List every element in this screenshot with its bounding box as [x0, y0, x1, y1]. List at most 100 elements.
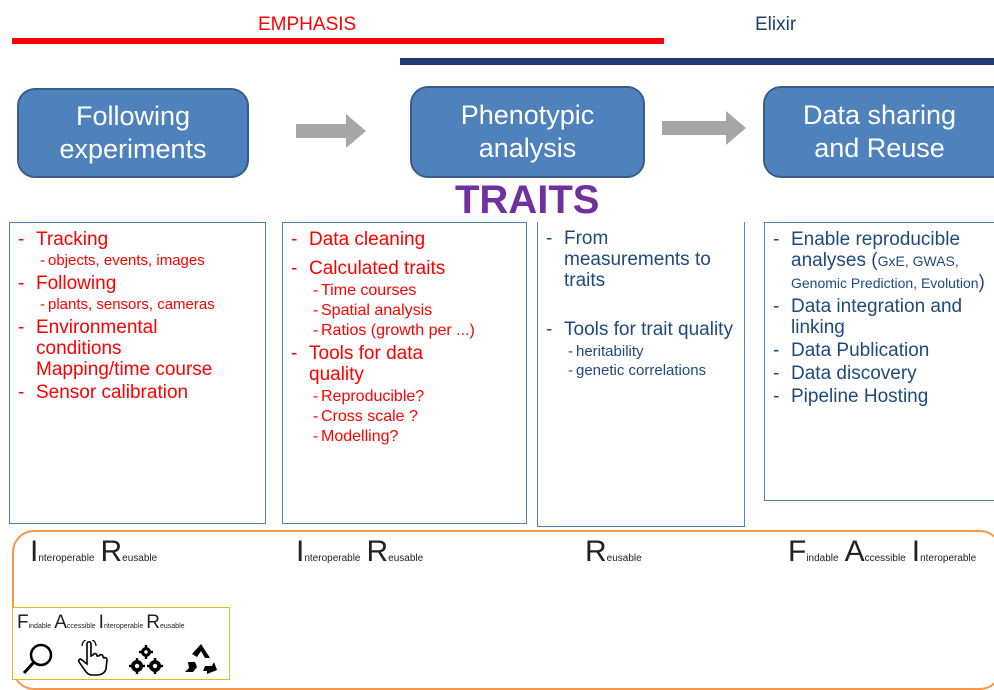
list-item: -Data discovery: [773, 363, 988, 384]
stage-line: Data sharing: [802, 100, 957, 130]
fair-word: eusable: [388, 553, 424, 564]
sub-item-text: Spatial analysis: [321, 302, 433, 319]
arrow-right-icon: [662, 111, 746, 145]
item-text: Data integration and linking: [791, 296, 963, 338]
item-text: Pipeline Hosting: [791, 386, 929, 407]
item-text: Data cleaning: [309, 229, 426, 250]
panel-phenotypic-blue: -From measurements to traits -Tools for …: [537, 222, 745, 527]
paren-open: (: [866, 250, 878, 271]
fair-word: indable: [806, 553, 839, 564]
recycle-icon: [185, 644, 217, 674]
sub-item: -objects, events, images: [40, 252, 205, 269]
legend-word: eusable: [160, 623, 185, 630]
fair-word: nteroperable: [920, 553, 977, 564]
fair-letter: A: [844, 535, 865, 568]
hand-pointer-icon: [77, 640, 108, 676]
item-text: Sensor calibration: [36, 382, 189, 403]
sub-item: -Reproducible?: [313, 388, 425, 405]
sub-item: -Modelling?: [313, 428, 399, 445]
fair-letter: I: [911, 535, 921, 568]
legend-word: indable: [28, 623, 52, 630]
fair-letter: R: [100, 535, 123, 568]
item-text: Data Publication: [791, 340, 930, 361]
list-item: -Data cleaning: [291, 229, 520, 250]
sub-item-text: Cross scale ?: [321, 408, 418, 425]
emphasis-label: EMPHASIS: [258, 14, 357, 35]
legend-letter: R: [146, 612, 160, 633]
sub-item: -plants, sensors, cameras: [40, 296, 215, 313]
list-item: -Data Publication: [773, 340, 988, 361]
list-item: -Enable reproducible analyses (GxE, GWAS…: [773, 229, 985, 293]
fair-word: eusable: [606, 553, 642, 564]
list-item: -Data integration and linking: [773, 296, 988, 338]
list-item: -Sensor calibration: [18, 382, 259, 403]
fair-letter: R: [585, 535, 607, 568]
legend-word: nteroperable: [103, 623, 144, 630]
sub-item: -Cross scale ?: [313, 408, 418, 425]
list-item: -Tools for trait quality: [546, 319, 738, 340]
item-text: Tools for trait quality: [564, 319, 733, 340]
list-item: -Pipeline Hosting: [773, 386, 988, 407]
list-item: -From measurements to traits: [546, 228, 738, 291]
fair-word: eusable: [122, 553, 158, 564]
item-text: Tracking: [36, 229, 109, 250]
panel-following-experiments: -Tracking -objects, events, images -Foll…: [9, 222, 266, 524]
panel-data-sharing: -Enable reproducible analyses (GxE, GWAS…: [764, 222, 994, 501]
sub-item-text: Time courses: [321, 282, 417, 299]
elixir-bar: [400, 58, 994, 65]
sub-item-text: heritability: [576, 343, 644, 360]
fair-letter: F: [788, 535, 807, 568]
fair-letter: R: [366, 535, 389, 568]
stage-line: and Reuse: [814, 133, 945, 163]
sub-item: -Time courses: [313, 282, 417, 299]
item-text: Enable reproducible analyses: [791, 229, 961, 271]
item-text: Data discovery: [791, 363, 917, 384]
fair-letter: I: [30, 535, 39, 568]
sub-item-text: objects, events, images: [48, 252, 205, 269]
traits-label: TRAITS: [455, 178, 600, 222]
sub-item: -heritability: [568, 343, 644, 360]
legend-letter: F: [17, 612, 29, 633]
sub-item-text: plants, sensors, cameras: [48, 296, 215, 313]
paren-close: ): [978, 272, 985, 293]
item-text: From measurements to traits: [564, 228, 711, 291]
sub-item: -genetic correlations: [568, 362, 707, 379]
analyses-examples: GxE, GWAS, Genomic Prediction, Evolution: [791, 253, 979, 291]
sub-item-text: genetic correlations: [576, 362, 707, 379]
sub-item-text: Modelling?: [321, 428, 399, 445]
sub-item-text: Reproducible?: [321, 388, 425, 405]
gears-icon: [129, 645, 163, 674]
item-text: Following: [36, 273, 117, 294]
fair-letter: I: [296, 535, 305, 568]
stage-line: Following: [75, 101, 191, 131]
magnifier-icon: [22, 643, 53, 675]
stage-line: experiments: [59, 134, 207, 164]
arrow-right-icon: [296, 114, 366, 148]
fair-word: ccessible: [864, 553, 906, 564]
item-text: Environmental conditions Mapping/time co…: [36, 317, 213, 380]
sub-item-text: Ratios (growth per ...): [321, 322, 475, 339]
list-item: -Following: [18, 273, 259, 294]
elixir-label: Elixir: [755, 14, 797, 35]
stage-line: Phenotypic: [460, 100, 595, 130]
sub-item: -Ratios (growth per ...): [313, 322, 475, 339]
list-item: -Environmental conditions Mapping/time c…: [18, 317, 259, 380]
list-item: -Tracking: [18, 229, 259, 250]
sub-item: -Spatial analysis: [313, 302, 433, 319]
list-item: -Tools for data quality: [291, 343, 520, 385]
emphasis-bar: [12, 38, 664, 44]
list-item: -Calculated traits: [291, 258, 520, 279]
item-text: Tools for data quality: [309, 343, 424, 385]
legend-letter: I: [98, 612, 104, 633]
fair-word: nteroperable: [304, 553, 361, 564]
legend-word: ccessible: [66, 623, 96, 630]
